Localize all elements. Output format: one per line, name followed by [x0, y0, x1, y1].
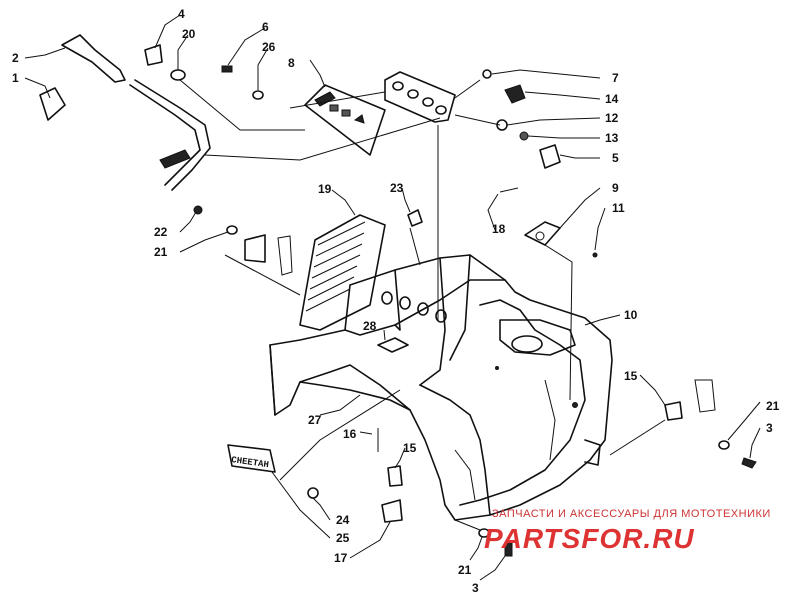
callout-19: 19	[318, 182, 332, 196]
cheetah-badge: CHEETAH	[227, 444, 276, 473]
cable-assembly	[39, 34, 211, 191]
console-housing	[269, 254, 613, 521]
watermark-subtitle: ЗАПЧАСТИ И АКСЕССУАРЫ ДЛЯ МОТОТЕХНИКИ	[492, 508, 771, 520]
callout-24: 24	[336, 513, 350, 527]
callout-27: 27	[308, 413, 322, 427]
watermark-brand: PARTSFOR.RU	[484, 523, 695, 554]
callout-9: 9	[612, 181, 619, 195]
callout-18: 18	[492, 222, 506, 236]
callout-11: 11	[612, 201, 625, 215]
callout-5: 5	[612, 151, 619, 165]
callout-3-bottom: 3	[472, 581, 479, 595]
callout-21-bottom: 21	[458, 563, 472, 577]
callout-8: 8	[288, 56, 295, 70]
callout-15-center: 15	[403, 441, 417, 455]
callout-2: 2	[12, 51, 19, 65]
callout-4: 4	[178, 7, 185, 21]
callout-22: 22	[154, 225, 168, 239]
callout-23: 23	[390, 181, 404, 195]
callout-3-right: 3	[766, 421, 773, 435]
mounting-bracket	[384, 71, 456, 123]
louvered-grille	[299, 214, 386, 331]
callout-21-right: 21	[766, 399, 780, 413]
callout-21-left: 21	[154, 245, 168, 259]
callout-15-right: 15	[624, 369, 638, 383]
callout-6: 6	[262, 20, 269, 34]
callout-17: 17	[334, 551, 348, 565]
callout-1: 1	[12, 71, 19, 85]
callout-16: 16	[343, 427, 357, 441]
callout-26: 26	[262, 40, 276, 54]
callout-20: 20	[182, 27, 196, 41]
watermark: ЗАПЧАСТИ И АКСЕССУАРЫ ДЛЯ МОТОТЕХНИКИ PA…	[484, 508, 771, 554]
switch-faceplate	[304, 84, 386, 156]
fasteners	[144, 44, 757, 557]
side-plate	[244, 234, 293, 276]
callout-7: 7	[612, 71, 619, 85]
callout-labels: 1 2 3 3 4 5 6 7 8 9 10 11 12 13 14 15 15…	[12, 7, 780, 595]
callout-12: 12	[605, 111, 619, 125]
callout-10: 10	[624, 308, 638, 322]
leader-lines	[24, 14, 761, 581]
callout-25: 25	[336, 531, 350, 545]
callout-14: 14	[605, 92, 619, 106]
callout-13: 13	[605, 131, 619, 145]
callout-28: 28	[363, 319, 377, 333]
